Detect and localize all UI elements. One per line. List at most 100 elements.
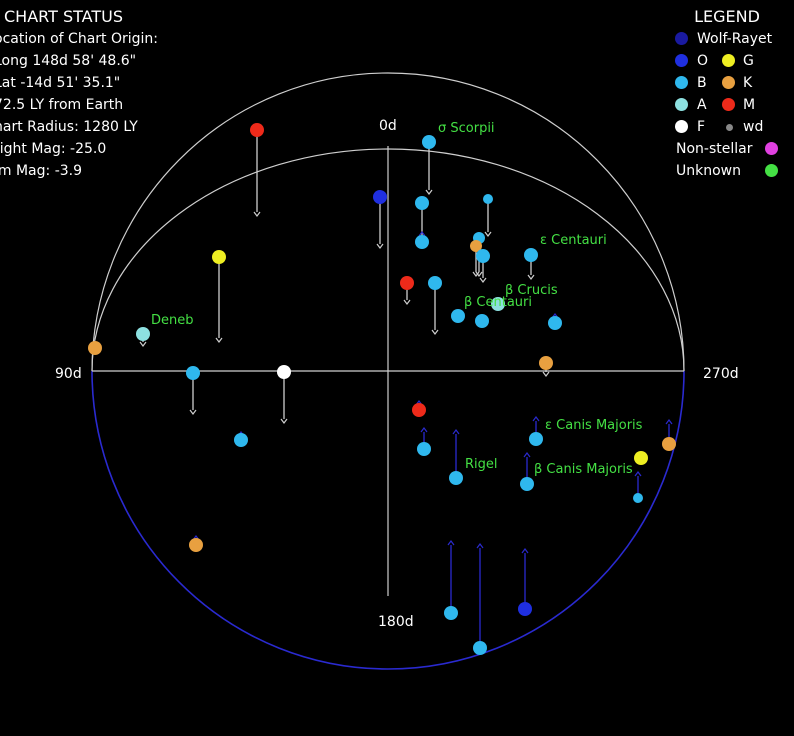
star-dot[interactable] [444,606,458,620]
legend-wd-dot-icon [726,124,733,131]
star-dot[interactable] [412,403,426,417]
star-dot[interactable] [189,538,203,552]
legend-b-dot-icon [675,76,688,89]
star-marker-m[interactable] [400,276,414,305]
label-beta-crucis[interactable]: β Crucis [505,283,558,298]
star-dot[interactable] [483,194,493,204]
star-marker-b[interactable] [415,231,429,249]
star-marker-b[interactable] [451,309,465,323]
star-marker-m[interactable] [250,123,264,217]
star-marker-g[interactable] [212,250,226,343]
star-dot[interactable] [662,437,676,451]
label-beta-canis-majoris[interactable]: β Canis Majoris [534,462,633,477]
legend-label: M [743,97,756,113]
star-dot[interactable] [634,451,648,465]
legend-m-dot-icon [722,98,735,111]
legend-label: Wolf-Rayet [697,31,773,47]
stem-foot [634,471,642,477]
star-marker-m[interactable] [412,400,426,417]
status-line: Long 148d 58' 48.6" [0,53,137,69]
star-marker-k[interactable] [470,240,482,277]
star-dot[interactable] [529,432,543,446]
star-marker-b[interactable] [524,248,538,280]
star-dot[interactable] [470,240,482,252]
star-marker-b[interactable] [417,427,431,456]
label-sigma-scorpii[interactable]: σ Scorpii [438,121,495,136]
star-marker-k[interactable] [88,341,102,355]
star-marker-b[interactable] [483,194,493,237]
chart-status-title: CHART STATUS [4,7,123,26]
stem-foot [215,337,223,343]
label-epsilon-canis-majoris[interactable]: ε Canis Majoris [545,418,643,433]
star-dot[interactable] [417,442,431,456]
star-marker-b[interactable] [422,135,436,195]
label-rigel[interactable]: Rigel [465,457,498,472]
star-dot[interactable] [633,493,643,503]
star-dot[interactable] [524,248,538,262]
star-marker-b[interactable] [476,249,490,283]
star-dot[interactable] [212,250,226,264]
star-marker-g[interactable] [634,451,648,465]
star-dot[interactable] [449,471,463,485]
legend-label: wd [743,119,764,135]
star-marker-b[interactable] [444,540,458,620]
star-marker-a[interactable] [491,297,505,311]
star-marker-b[interactable] [473,543,487,655]
star-dot[interactable] [234,433,248,447]
star-marker-b[interactable] [475,314,489,328]
star-marker-k[interactable] [539,356,553,377]
legend-label: G [743,53,754,69]
star-dot[interactable] [186,366,200,380]
star-marker-k[interactable] [189,535,203,552]
star-dot[interactable] [475,314,489,328]
star-marker-b[interactable] [548,313,562,330]
star-dot[interactable] [520,477,534,491]
axis-label-right: 270d [703,366,739,382]
star-marker-b[interactable] [234,431,248,447]
star-dot[interactable] [415,196,429,210]
status-line: right Mag: -25.0 [0,141,107,157]
star-dot[interactable] [491,297,505,311]
star-dot[interactable] [476,249,490,263]
label-deneb[interactable]: Deneb [151,313,194,328]
star-dot[interactable] [518,602,532,616]
status-line: im Mag: -3.9 [0,163,83,179]
star-marker-a[interactable] [136,327,150,347]
star-marker-o[interactable] [518,548,532,616]
star-dot[interactable] [250,123,264,137]
star-dot[interactable] [88,341,102,355]
axis-label-top: 0d [379,118,397,134]
star-dot[interactable] [415,235,429,249]
stem-foot [425,189,433,195]
star-dot[interactable] [373,190,387,204]
legend-row-f-wd: F wd [672,116,792,138]
star-marker-b[interactable] [520,452,534,491]
star-marker-k[interactable] [662,419,676,451]
star-dot[interactable] [539,356,553,370]
star-marker-f[interactable] [277,365,291,424]
star-dot[interactable] [422,135,436,149]
stem-foot [472,271,480,277]
star-dot[interactable] [428,276,442,290]
label-beta-centauri[interactable]: β Centauri [464,295,532,310]
star-dot[interactable] [451,309,465,323]
stem-foot [420,427,428,433]
star-marker-b[interactable] [633,471,643,503]
legend-row-o-g: O G [672,50,792,72]
star-dot[interactable] [277,365,291,379]
star-marker-b[interactable] [186,366,200,415]
star-marker-b[interactable] [449,429,463,485]
star-dot[interactable] [400,276,414,290]
star-dot[interactable] [136,327,150,341]
star-marker-b[interactable] [529,416,543,446]
label-epsilon-centauri[interactable]: ε Centauri [540,233,607,248]
stem-foot [189,409,197,415]
star-marker-b[interactable] [428,276,442,335]
legend-label: K [743,75,753,91]
star-dot[interactable] [473,641,487,655]
star-dot[interactable] [548,316,562,330]
star-marker-o[interactable] [373,190,387,249]
legend-g-dot-icon [722,54,735,67]
status-line: hart Radius: 1280 LY [0,119,138,135]
